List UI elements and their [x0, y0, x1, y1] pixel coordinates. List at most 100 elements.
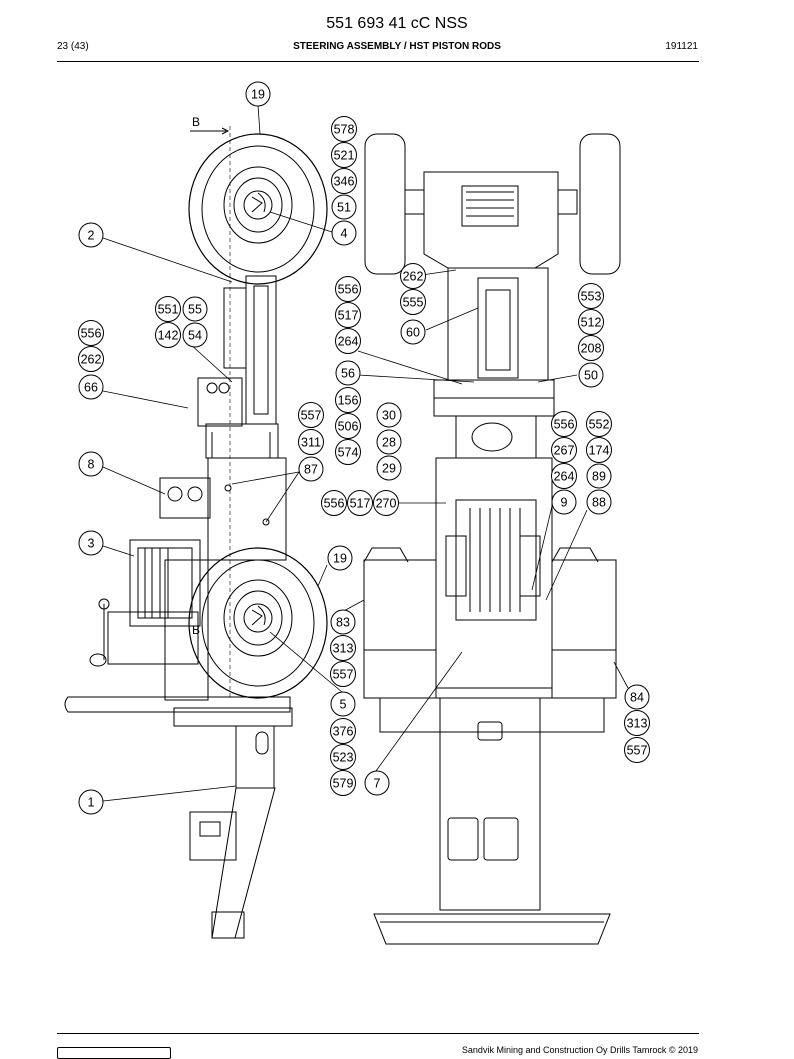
callout-label: 574: [338, 446, 359, 460]
callout-label: 88: [592, 496, 606, 510]
callout-83: 83: [330, 609, 356, 635]
callout-262: 262: [400, 263, 426, 289]
callout-label: 66: [84, 381, 98, 395]
callout-circle: [347, 490, 373, 516]
callout-208: 208: [578, 335, 604, 361]
callout-84: 84: [624, 684, 650, 710]
callout-circle: [400, 263, 426, 289]
callout-circle: [578, 309, 604, 335]
callout-556: 556: [335, 276, 361, 302]
callout-19: 19: [327, 545, 353, 571]
callout-56: 56: [335, 360, 361, 386]
callout-517: 517: [335, 302, 361, 328]
callout-circle: [335, 439, 361, 465]
callout-264: 264: [335, 328, 361, 354]
callout-555: 555: [400, 289, 426, 315]
callout-label: 19: [251, 88, 265, 102]
callout-circle: [400, 289, 426, 315]
callout-87: 87: [298, 456, 324, 482]
callout-label: 556: [81, 327, 102, 341]
callout-556: 556: [321, 490, 347, 516]
callout-2: 2: [78, 222, 104, 248]
callout-262: 262: [78, 346, 104, 372]
callout-circle: [335, 302, 361, 328]
callout-circle: [335, 413, 361, 439]
callout-label: 556: [554, 418, 575, 432]
callout-264: 264: [551, 463, 577, 489]
callout-376: 376: [330, 718, 356, 744]
callout-circle: [78, 374, 104, 400]
callout-label: 267: [554, 444, 575, 458]
callout-label: 83: [336, 616, 350, 630]
callout-label: 313: [333, 642, 354, 656]
date-code: 191121: [665, 41, 698, 52]
callout-label: 311: [301, 436, 321, 450]
callout-circle: [155, 322, 181, 348]
callout-28: 28: [376, 429, 402, 455]
callout-circle: [376, 402, 402, 428]
footer-rule: [57, 1033, 699, 1034]
callout-3: 3: [78, 530, 104, 556]
callout-label: 142: [158, 329, 179, 343]
callout-label: 5: [340, 698, 347, 712]
callout-circle: [321, 490, 347, 516]
callout-circle: [373, 490, 399, 516]
callout-label: 517: [350, 497, 371, 511]
callout-label: 521: [334, 149, 355, 163]
callout-506: 506: [335, 413, 361, 439]
callout-label: 87: [304, 463, 318, 477]
callout-circle: [335, 276, 361, 302]
callout-circle: [331, 116, 357, 142]
callout-313: 313: [624, 710, 650, 736]
callout-circle: [78, 451, 104, 477]
callout-label: 8: [88, 458, 95, 472]
callout-551: 551: [155, 296, 181, 322]
callout-circle: [376, 429, 402, 455]
callout-label: 556: [338, 283, 359, 297]
callout-label: 557: [333, 668, 354, 682]
callout-label: 30: [382, 409, 396, 423]
callout-circle: [586, 437, 612, 463]
callout-512: 512: [578, 309, 604, 335]
callout-574: 574: [335, 439, 361, 465]
callout-60: 60: [400, 319, 426, 345]
callout-circle: [335, 387, 361, 413]
callout-circle: [78, 530, 104, 556]
callout-89: 89: [586, 463, 612, 489]
callout-circle: [624, 737, 650, 763]
callout-label: 84: [630, 691, 644, 705]
callout-circle: [182, 296, 208, 322]
callout-circle: [624, 684, 650, 710]
view-marker-top: B: [192, 115, 200, 129]
callout-521: 521: [331, 142, 357, 168]
callout-1: 1: [78, 789, 104, 815]
callout-circle: [335, 360, 361, 386]
callout-553: 553: [578, 283, 604, 309]
callout-517: 517: [347, 490, 373, 516]
callout-label: 264: [338, 335, 359, 349]
callout-label: 555: [403, 296, 424, 310]
callout-circle: [78, 346, 104, 372]
callout-label: 3: [88, 537, 95, 551]
callout-523: 523: [330, 744, 356, 770]
callout-circle: [551, 463, 577, 489]
callout-circle: [578, 283, 604, 309]
callout-circle: [586, 489, 612, 515]
callout-54: 54: [182, 322, 208, 348]
callout-circle: [298, 429, 324, 455]
callout-313: 313: [330, 635, 356, 661]
callout-circle: [335, 328, 361, 354]
callout-circle: [327, 545, 353, 571]
callout-circle: [298, 456, 324, 482]
callout-label: 54: [188, 329, 202, 343]
callout-174: 174: [586, 437, 612, 463]
callout-label: 4: [341, 227, 348, 241]
callout-circle: [551, 411, 577, 437]
callout-label: 174: [589, 444, 610, 458]
document-number: 551 693 41 cC NSS: [326, 15, 468, 32]
callout-circle: [578, 362, 604, 388]
callout-circle: [330, 609, 356, 635]
callout-label: 28: [382, 436, 396, 450]
side-view: [64, 126, 328, 939]
